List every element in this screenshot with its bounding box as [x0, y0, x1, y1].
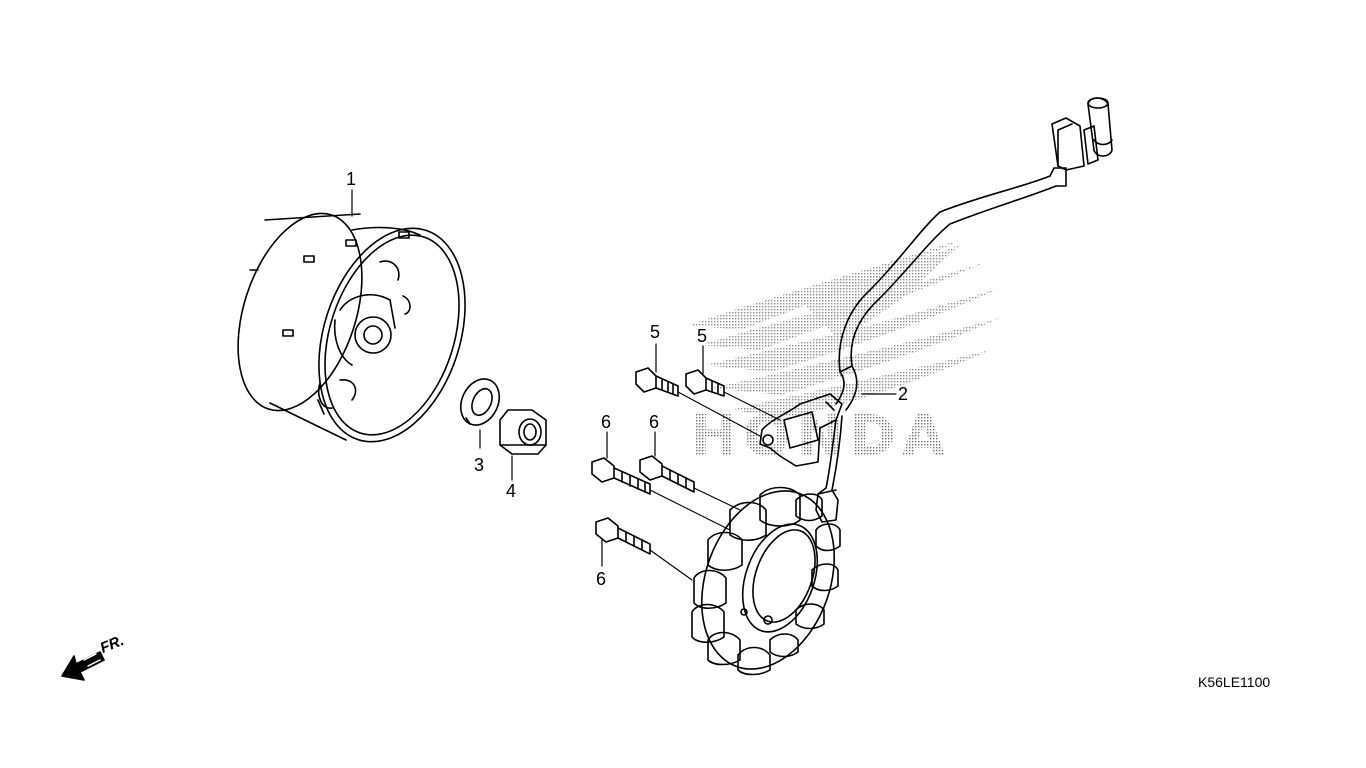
stator: [691, 486, 841, 676]
callout-2: 2: [898, 384, 909, 404]
callout-5b: 5: [697, 326, 708, 346]
callout-3: 3: [474, 455, 485, 475]
nut: [499, 409, 547, 455]
callout-6a: 6: [601, 412, 612, 432]
washer: [459, 378, 501, 426]
stator-bolt-b: [639, 455, 695, 493]
honda-wordmark-watermark: HONDA: [690, 404, 951, 469]
callout-4: 4: [506, 481, 517, 501]
callout-6b: 6: [649, 412, 660, 432]
callout-1: 1: [346, 169, 357, 189]
front-direction-arrow-icon: [61, 651, 105, 681]
callout-leaders: [351, 189, 897, 567]
callout-6c: 6: [596, 569, 607, 589]
stator-bolt-c: [595, 517, 651, 555]
pulse-generator-bolt-b: [685, 369, 725, 397]
drawing-code: K56LE1100: [1198, 674, 1271, 690]
pulse-generator-bolt-a: [635, 367, 679, 397]
honda-wing-watermark: HONDA: [690, 240, 1000, 469]
assembly-leader-lines: [649, 391, 781, 581]
flywheel: [237, 212, 466, 443]
callout-5a: 5: [650, 322, 661, 342]
stator-bolt-a: [591, 457, 651, 495]
wire-harness: [759, 97, 1113, 523]
